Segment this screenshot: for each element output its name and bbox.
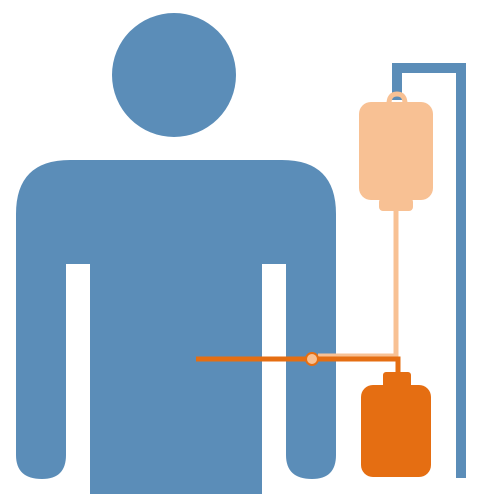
container-body	[361, 385, 431, 477]
tube-connector	[306, 353, 318, 365]
collection-container-icon	[361, 372, 431, 477]
iv-bag-body	[359, 102, 433, 200]
person-icon	[16, 13, 336, 494]
iv-bag-icon	[359, 94, 433, 211]
person-head	[112, 13, 236, 137]
iv-bag-port	[379, 198, 413, 211]
person-body	[16, 160, 336, 494]
